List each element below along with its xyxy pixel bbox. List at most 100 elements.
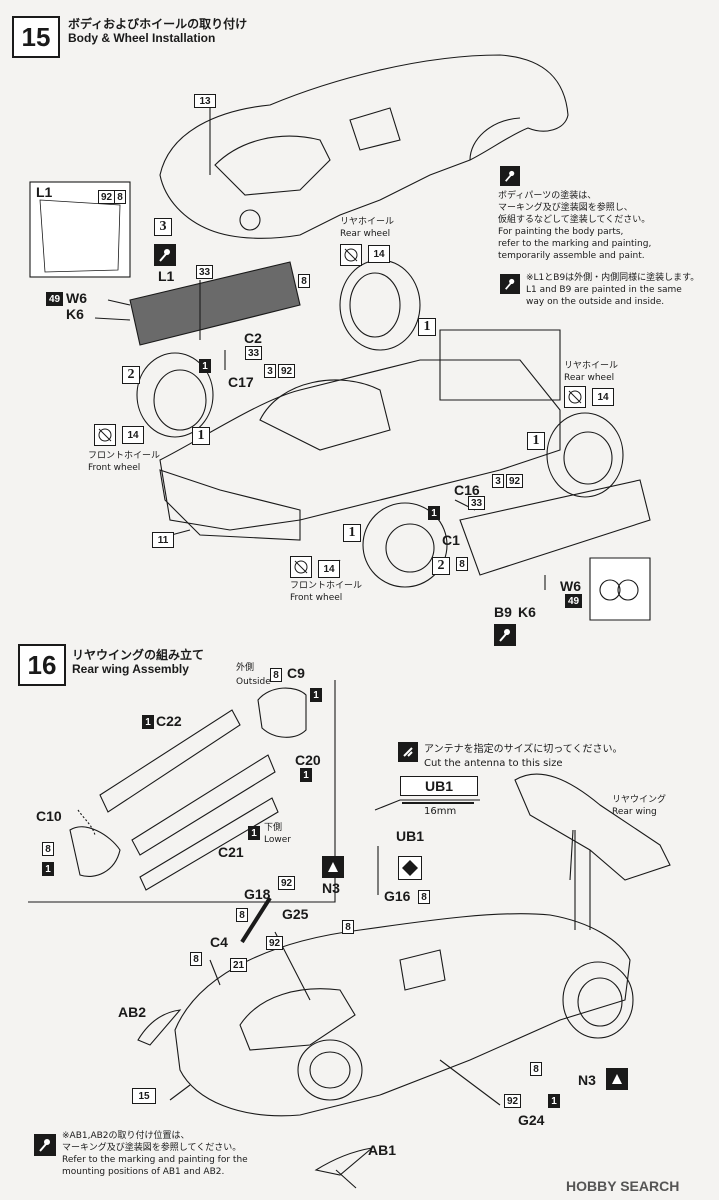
label-g24: G24 — [518, 1112, 545, 1128]
step-seq-2b: 2 — [432, 557, 450, 575]
paint-8-b9: 8 — [456, 557, 468, 571]
part-14-a: 14 — [368, 245, 390, 263]
label-c9: C9 — [287, 665, 305, 681]
wheel-icon-c — [94, 424, 116, 446]
label-ab1: AB1 — [368, 1142, 397, 1158]
step-15-title-en: Body & Wheel Installation — [68, 31, 216, 45]
label-c4: C4 — [210, 934, 228, 950]
label-c22: C22 — [156, 713, 182, 729]
paint-8-c10: 8 — [42, 842, 54, 856]
label-c20: C20 — [295, 752, 321, 768]
label-g16: G16 — [384, 888, 411, 904]
label-ub1: UB1 — [396, 828, 425, 844]
ub1-length: 16mm — [424, 806, 457, 817]
part-14-c: 14 — [122, 426, 144, 444]
paint-49-b: 49 — [565, 594, 583, 608]
paint-8-c4: 8 — [190, 952, 202, 966]
watermark: HOBBY SEARCH — [566, 1178, 679, 1194]
ub1-length-line — [402, 802, 474, 804]
paint-1-c9: 1 — [310, 688, 322, 702]
label-g25: G25 — [282, 906, 309, 922]
paint-1-c22: 1 — [142, 715, 154, 729]
step-16-title-jp: リヤウイングの組み立て — [72, 648, 205, 662]
step-15-title-jp: ボディおよびホイールの取り付け — [68, 17, 248, 31]
label-g18: G18 — [244, 886, 271, 902]
paint-33: 33 — [196, 265, 214, 279]
paint-1-lower: 1 — [248, 826, 260, 840]
paint-1-g24: 1 — [548, 1094, 560, 1108]
rear-wing-diagram — [28, 680, 671, 1189]
label-c2: C2 — [244, 330, 262, 346]
step-seq-1c: 1 — [527, 432, 545, 450]
paint-8: 8 — [114, 190, 126, 204]
paint-8-l1: 8 — [298, 274, 310, 288]
paint-1-c10: 1 — [42, 862, 54, 876]
paint-1-c1: 1 — [428, 506, 440, 520]
label-b9: B9 — [494, 604, 512, 620]
paint-33-c16: 33 — [468, 496, 486, 510]
ab-note: ※AB1,AB2の取り付け位置は、 マーキング及び塗装図を参照してください。 R… — [62, 1131, 248, 1177]
paint-3: 3 — [264, 364, 276, 378]
lower-label-jp: 下側 — [264, 823, 283, 833]
paint-8-g18: 8 — [236, 908, 248, 922]
paint-92-b: 92 — [278, 364, 296, 378]
label-l1-inset: L1 — [36, 184, 53, 200]
body-wheel-diagram — [29, 54, 651, 621]
paint-1-c17: 1 — [199, 359, 211, 373]
antenna-note-jp: アンテナを指定のサイズに切ってください。 — [424, 744, 623, 755]
part-14-b: 14 — [592, 388, 614, 406]
label-k6: K6 — [66, 306, 84, 322]
paint-note: ボディパーツの塗装は、 マーキング及び塗装図を参照し、 仮組するなどして塗装して… — [498, 191, 652, 261]
paint-21: 21 — [230, 958, 248, 972]
step-16-number: 16 — [18, 644, 66, 686]
wheel-icon-b — [564, 386, 586, 408]
part-11: 11 — [152, 532, 174, 548]
paint-note-brush-icon — [500, 166, 520, 186]
part-15: 15 — [132, 1088, 156, 1104]
wheel-icon-a — [340, 244, 362, 266]
outside-label-en: Outside — [236, 677, 271, 687]
part-14-d: 14 — [318, 560, 340, 578]
l1b9-brush-icon — [500, 274, 520, 294]
label-k6-b: K6 — [518, 604, 536, 620]
outside-label-jp: 外側 — [236, 663, 255, 673]
paint-3-b: 3 — [492, 474, 504, 488]
paint-92: 92 — [98, 190, 116, 204]
part-13: 13 — [194, 94, 216, 108]
ab-note-brush-icon — [34, 1134, 56, 1156]
label-w6-b: W6 — [560, 578, 581, 594]
paint-33-c2: 33 — [245, 346, 263, 360]
cut-icon — [398, 742, 418, 762]
step-15-number: 15 — [12, 16, 60, 58]
paint-92-g24: 92 — [504, 1094, 522, 1108]
paint-92-c: 92 — [506, 474, 524, 488]
label-c16: C16 — [454, 482, 480, 498]
step-seq-1b: 1 — [192, 427, 210, 445]
paint-1-c20: 1 — [300, 768, 312, 782]
label-n3: N3 — [322, 880, 340, 896]
wheel-icon-d — [290, 556, 312, 578]
label-c21: C21 — [218, 844, 244, 860]
antenna-note-en: Cut the antenna to this size — [424, 758, 563, 769]
paint-49: 49 — [46, 292, 64, 306]
label-c17: C17 — [228, 374, 254, 390]
decal-icon — [322, 856, 344, 878]
label-w6: W6 — [66, 290, 87, 306]
label-l1: L1 — [158, 268, 175, 284]
ub1-box: UB1 — [400, 776, 478, 796]
watermark-text: HOBBY SEARCH — [566, 1178, 680, 1194]
paint-8-c9: 8 — [270, 668, 282, 682]
decal-icon-b — [606, 1068, 628, 1090]
label-c10: C10 — [36, 808, 62, 824]
label-ab2: AB2 — [118, 1004, 147, 1020]
paint-8-g24: 8 — [530, 1062, 542, 1076]
paint-92-g18: 92 — [278, 876, 296, 890]
l1b9-note: ※L1とB9は外側・内側同様に塗装します。 L1 and B9 are pain… — [526, 273, 700, 307]
paint-8-g25: 8 — [342, 920, 354, 934]
b9-brush-icon — [494, 624, 516, 646]
